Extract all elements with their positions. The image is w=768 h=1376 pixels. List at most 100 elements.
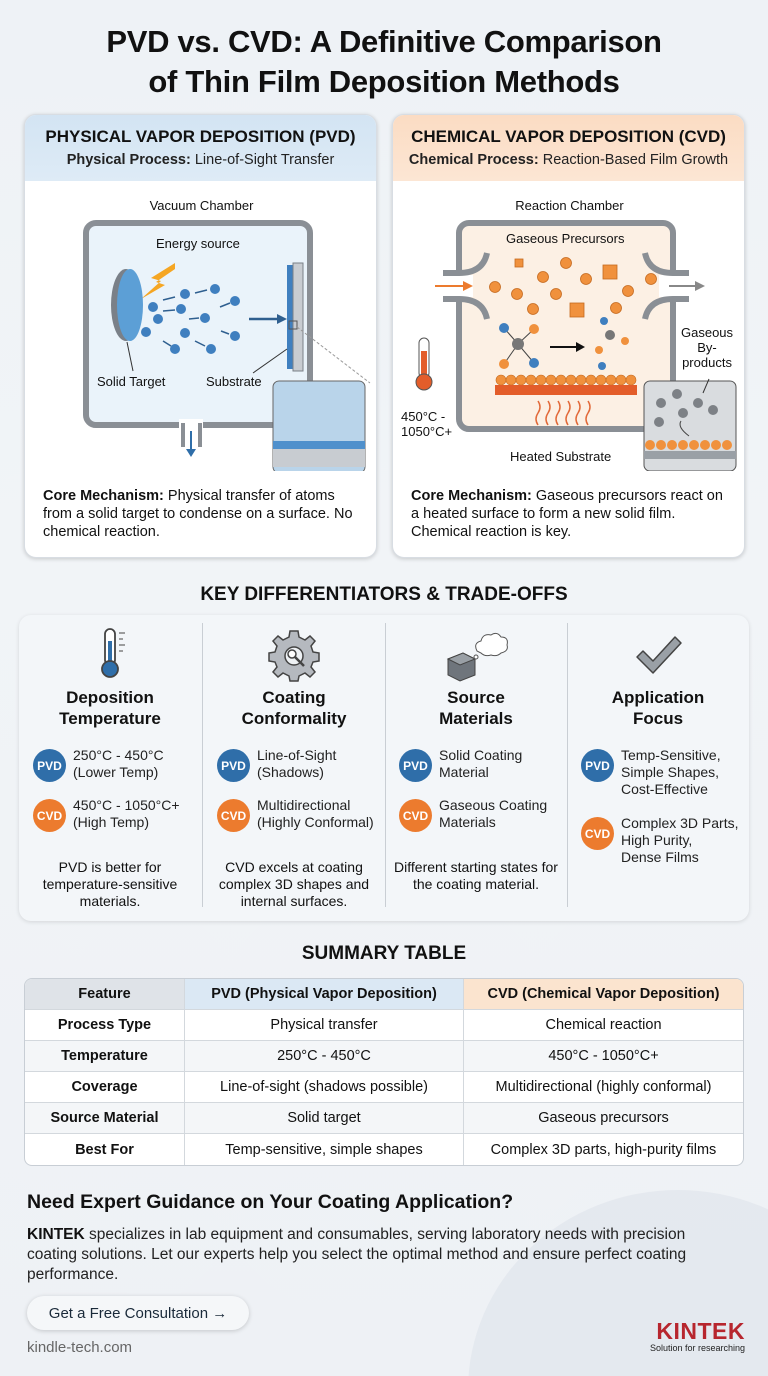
cvd-application-row: CVD Complex 3D Parts, High Purity, Dense… — [581, 815, 738, 866]
diff-col-source-materials: Source Materials PVD Solid Coating Mater… — [385, 623, 567, 907]
summary-title: SUMMARY TABLE — [301, 943, 467, 964]
table-cell: Source Material — [25, 1103, 185, 1134]
cvd-source-row: CVD Gaseous Coating Materials — [399, 797, 547, 832]
cvd-temperature-label: 450°C - 1050°C+ — [401, 409, 453, 439]
checkmark-icon — [636, 636, 682, 674]
divider — [385, 623, 386, 907]
reaction-chamber-label: Reaction Chamber — [515, 198, 624, 213]
cvd-badge: CVD — [581, 817, 614, 850]
cta-body-text: specializes in lab equipment and consuma… — [27, 1226, 687, 1283]
cvd-conformality-text: Multidirectional (Highly Conformal) — [257, 797, 374, 830]
pvd-temp-row: PVD 250°C - 450°C (Lower Temp) — [33, 747, 164, 782]
table-cell: Temp-sensitive, simple shapes — [185, 1134, 464, 1165]
cvd-temp-text: 450°C - 1050°C+ (High Temp) — [73, 797, 180, 830]
table-cell: Gaseous precursors — [464, 1103, 743, 1134]
substrate-label: Substrate — [206, 374, 262, 389]
cta-title: Need Expert Guidance on Your Coating App… — [27, 1191, 514, 1213]
cvd-card-subtitle: Chemical Process: Reaction-Based Film Gr… — [393, 152, 744, 168]
pvd-application-text: Temp-Sensitive, Simple Shapes, Cost-Effe… — [621, 747, 721, 797]
table-row: Temperature 250°C - 450°C 450°C - 1050°C… — [25, 1041, 743, 1072]
gaseous-precursors-label: Gaseous Precursors — [506, 231, 625, 246]
pvd-conformality-row: PVD Line-of-Sight (Shadows) — [217, 747, 336, 782]
gear-icon — [268, 630, 320, 682]
cvd-core-label: Core Mechanism: — [411, 488, 532, 504]
cta-brand: KINTEK — [27, 1226, 85, 1243]
diff-note-temperature: PVD is better for temperature-sensitive … — [42, 859, 178, 909]
table-row: Source Material Solid target Gaseous pre… — [25, 1103, 743, 1134]
pvd-card-header: PHYSICAL VAPOR DEPOSITION (PVD) Physical… — [25, 115, 376, 181]
diff-col-conformality: Coating Conformality PVD Line-of-Sight (… — [203, 623, 385, 909]
cta-body: KINTEK specializes in lab equipment and … — [27, 1225, 707, 1285]
pvd-subtitle-text: Line-of-Sight Transfer — [190, 152, 335, 168]
table-cell: Temperature — [25, 1041, 185, 1072]
cvd-diagram: Reaction Chamber — [393, 181, 744, 471]
pvd-badge: PVD — [581, 749, 614, 782]
pvd-application-row: PVD Temp-Sensitive, Simple Shapes, Cost-… — [581, 747, 721, 798]
diff-title-source: Source Materials — [439, 688, 513, 728]
logo-name: KINTEK — [656, 1318, 745, 1344]
divider — [202, 623, 203, 907]
pvd-badge: PVD — [33, 749, 66, 782]
pvd-core-text: Physical transfer of atoms from a solid … — [43, 488, 353, 540]
kintek-logo: KINTEK Solution for researching — [645, 1318, 745, 1353]
title-line-1: PVD vs. CVD: A Definitive Comparison — [106, 24, 662, 59]
table-cell: Solid target — [185, 1103, 464, 1134]
table-row: Coverage Line-of-sight (shadows possible… — [25, 1072, 743, 1103]
table-cell: Physical transfer — [185, 1010, 464, 1041]
table-cell: 450°C - 1050°C+ — [464, 1041, 743, 1072]
header-cvd: CVD (Chemical Vapor Deposition) — [464, 979, 743, 1010]
pvd-core-label: Core Mechanism: — [43, 488, 164, 504]
cvd-card-header: CHEMICAL VAPOR DEPOSITION (CVD) Chemical… — [393, 115, 744, 181]
diff-col-application: Application Focus PVD Temp-Sensitive, Si… — [567, 623, 749, 907]
diff-title-conformality: Coating Conformality — [241, 688, 347, 728]
table-cell: Chemical reaction — [464, 1010, 743, 1041]
cvd-temp-row: CVD 450°C - 1050°C+ (High Temp) — [33, 797, 180, 832]
pvd-core-mechanism: Core Mechanism: Physical transfer of ato… — [43, 487, 364, 541]
cvd-core-mechanism: Core Mechanism: Gaseous precursors react… — [411, 487, 732, 541]
table-header-row: Feature PVD (Physical Vapor Deposition) … — [25, 979, 743, 1010]
website-link[interactable]: kindle-tech.com — [27, 1339, 133, 1356]
differentiators-panel: Deposition Temperature PVD 250°C - 450°C… — [19, 615, 749, 921]
diff-note-conformality: CVD excels at coating complex 3D shapes … — [218, 859, 370, 909]
pvd-badge: PVD — [399, 749, 432, 782]
pvd-source-text: Solid Coating Material — [439, 747, 523, 780]
free-consultation-button[interactable]: Get a Free Consultation → — [27, 1296, 249, 1330]
cvd-badge: CVD — [33, 799, 66, 832]
table-cell: Line-of-sight (shadows possible) — [185, 1072, 464, 1103]
cvd-application-text: Complex 3D Parts, High Purity, Dense Fil… — [621, 815, 739, 865]
pvd-card: PHYSICAL VAPOR DEPOSITION (PVD) Physical… — [24, 114, 377, 558]
pvd-badge: PVD — [217, 749, 250, 782]
pvd-subtitle-bold: Physical Process: — [66, 152, 191, 168]
cvd-card: CHEMICAL VAPOR DEPOSITION (CVD) Chemical… — [392, 114, 745, 558]
summary-table: Feature PVD (Physical Vapor Deposition) … — [24, 978, 744, 1166]
cvd-badge: CVD — [399, 799, 432, 832]
diff-note-source: Different starting states for the coatin… — [394, 859, 558, 892]
page-title: PVD vs. CVD: A Definitive Comparison of … — [0, 22, 768, 102]
divider — [567, 623, 568, 907]
cvd-card-title: CHEMICAL VAPOR DEPOSITION (CVD) — [411, 127, 726, 146]
cvd-core-text: Gaseous precursors react on a heated sur… — [411, 488, 723, 540]
pvd-source-row: PVD Solid Coating Material — [399, 747, 522, 782]
table-cell: 250°C - 450°C — [185, 1041, 464, 1072]
thermometer-icon — [101, 628, 125, 678]
solid-target-label: Solid Target — [97, 374, 166, 389]
header-pvd: PVD (Physical Vapor Deposition) — [185, 979, 464, 1010]
cube-cloud-icon — [446, 632, 508, 682]
table-row: Best For Temp-sensitive, simple shapes C… — [25, 1134, 743, 1165]
logo-tagline: Solution for researching — [649, 1343, 745, 1353]
heated-substrate-label: Heated Substrate — [510, 449, 612, 464]
pvd-conformality-text: Line-of-Sight (Shadows) — [257, 747, 337, 780]
byproducts-label: Gaseous By- products — [681, 325, 734, 370]
cvd-badge: CVD — [217, 799, 250, 832]
energy-source-label: Energy source — [156, 236, 240, 251]
table-cell: Multidirectional (highly conformal) — [464, 1072, 743, 1103]
diff-title-application: Application Focus — [611, 688, 705, 728]
table-row: Process Type Physical transfer Chemical … — [25, 1010, 743, 1041]
table-cell: Coverage — [25, 1072, 185, 1103]
cvd-source-text: Gaseous Coating Materials — [439, 797, 548, 830]
reaction-chamber-illustration — [415, 220, 737, 471]
cvd-subtitle-text: Reaction-Based Film Growth — [538, 152, 729, 168]
vacuum-chamber-label: Vacuum Chamber — [149, 198, 254, 213]
differentiators-title: KEY DIFFERENTIATORS & TRADE-OFFS — [200, 584, 568, 605]
table-cell: Best For — [25, 1134, 185, 1165]
